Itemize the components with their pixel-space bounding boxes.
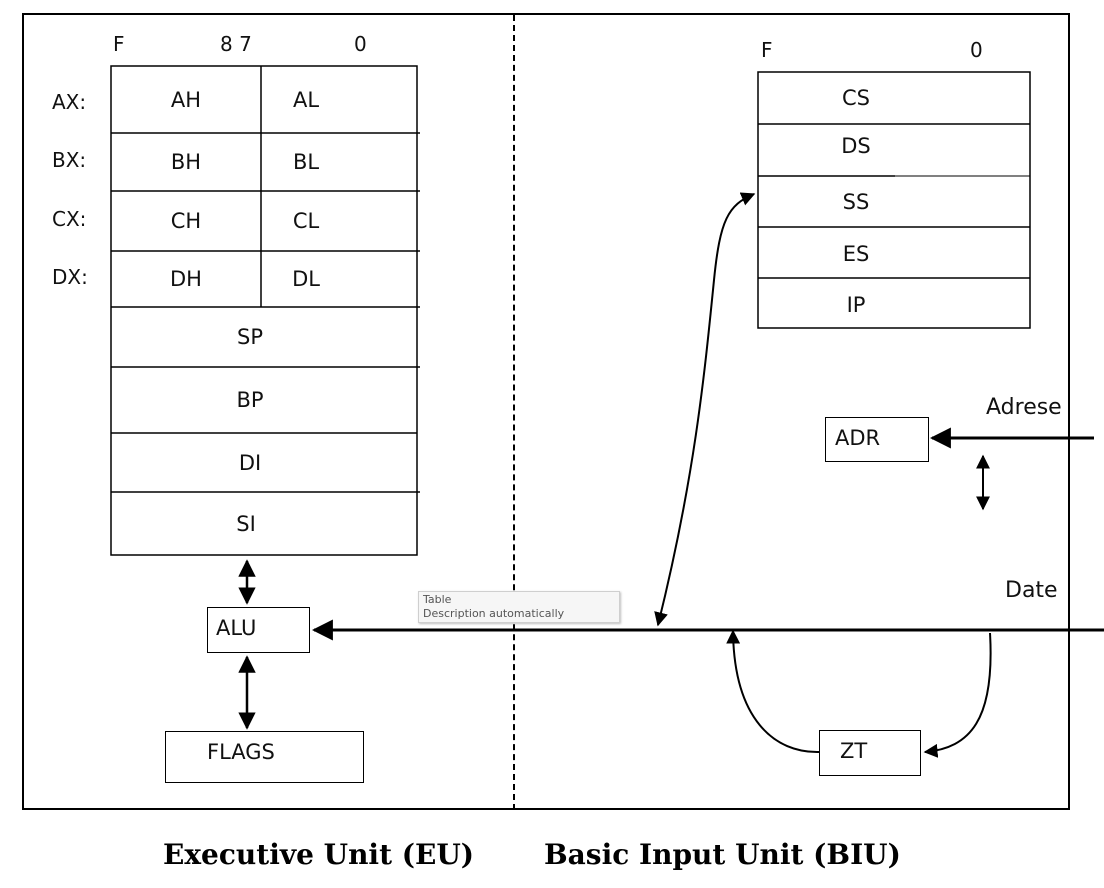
unit-divider (513, 15, 515, 810)
eu-bit-label-low: 0 (354, 32, 367, 56)
row-label-bx: BX: (52, 148, 87, 172)
flags-label: FLAGS (207, 740, 275, 764)
register-bh: BH (170, 150, 202, 174)
adr-label: ADR (835, 426, 881, 450)
alu-label: ALU (216, 616, 257, 640)
alt-text-tooltip: Table Description automatically generate… (418, 591, 620, 623)
zt-box: ZT (819, 730, 921, 776)
tooltip-description: Description automatically generated (423, 607, 565, 622)
flags-box: FLAGS (165, 731, 364, 783)
eu-bit-label-high: F (113, 32, 125, 56)
register-ch: CH (170, 209, 202, 233)
eu-bit-label-mid: 8 7 (220, 32, 252, 56)
biu-bit-label-low: 0 (970, 38, 983, 62)
register-si: SI (236, 511, 256, 536)
zt-label: ZT (840, 739, 868, 763)
register-es: ES (842, 242, 870, 266)
address-bus-label: Adrese (986, 395, 1062, 420)
register-bp: BP (236, 388, 264, 412)
register-sp: SP (237, 325, 263, 349)
eu-caption: Executive Unit (EU) (163, 838, 475, 871)
tooltip-title: Table (423, 593, 452, 606)
biu-bit-label-high: F (761, 38, 773, 62)
register-cl: CL (292, 209, 320, 233)
row-label-ax: AX: (52, 90, 87, 114)
register-al: AL (292, 88, 320, 112)
register-di: DI (238, 450, 262, 475)
diagram-frame (22, 13, 1070, 810)
register-ah: AH (170, 88, 202, 112)
register-ds: DS (841, 134, 871, 158)
data-bus-label: Date (1005, 578, 1058, 603)
register-ip: IP (846, 293, 866, 317)
biu-caption: Basic Input Unit (BIU) (544, 838, 901, 871)
alu-box: ALU (207, 607, 310, 653)
register-bl: BL (292, 150, 320, 174)
adr-box: ADR (825, 417, 929, 462)
register-dh: DH (170, 267, 202, 291)
register-dl: DL (292, 267, 320, 291)
register-ss: SS (842, 190, 870, 214)
row-label-dx: DX: (52, 265, 88, 289)
register-cs: CS (842, 86, 870, 110)
row-label-cx: CX: (52, 207, 87, 231)
